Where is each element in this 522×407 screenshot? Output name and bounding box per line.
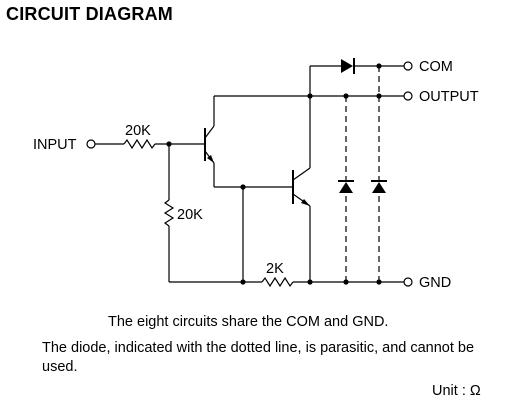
input-terminal: [86, 139, 96, 149]
com-label: COM: [419, 59, 453, 75]
junction-gnd-3: [343, 279, 349, 285]
unit-label: Unit : Ω: [432, 383, 481, 399]
com-diode: [341, 59, 353, 73]
ground-resistor-label: 2K: [266, 261, 284, 277]
transistor-1-emitter-arrow: [207, 155, 214, 163]
base-resistor-label: 20K: [177, 207, 203, 223]
ground-resistor: [261, 276, 294, 288]
junction-gnd-1: [240, 279, 246, 285]
junction-output-2: [343, 93, 349, 99]
junction-gnd-4: [376, 279, 382, 285]
note-parasitic-diode: The diode, indicated with the dotted lin…: [42, 340, 475, 375]
junction-output-3: [376, 93, 382, 99]
junction-darlington: [240, 184, 246, 190]
diagram-title: CIRCUIT DIAGRAM: [6, 4, 173, 24]
com-terminal: [403, 61, 413, 71]
gnd-terminal: [403, 277, 413, 287]
junction-input: [166, 141, 172, 147]
gnd-label: GND: [419, 275, 451, 291]
parasitic-diode-2: [372, 182, 386, 193]
input-resistor-label: 20K: [125, 123, 151, 139]
output-terminal: [403, 91, 413, 101]
junction-com: [376, 63, 382, 69]
input-label: INPUT: [33, 137, 77, 153]
transistor-1-collector: [204, 125, 215, 139]
transistor-2-collector: [292, 167, 311, 181]
transistor-2-emitter-arrow: [301, 199, 310, 206]
junction-gnd-2: [307, 279, 313, 285]
base-resistor: [163, 199, 175, 227]
input-resistor: [123, 138, 156, 150]
junction-output-1: [307, 93, 313, 99]
note-shared-com-gnd: The eight circuits share the COM and GND…: [108, 314, 389, 330]
parasitic-diode-1: [339, 182, 353, 193]
output-label: OUTPUT: [419, 89, 479, 105]
